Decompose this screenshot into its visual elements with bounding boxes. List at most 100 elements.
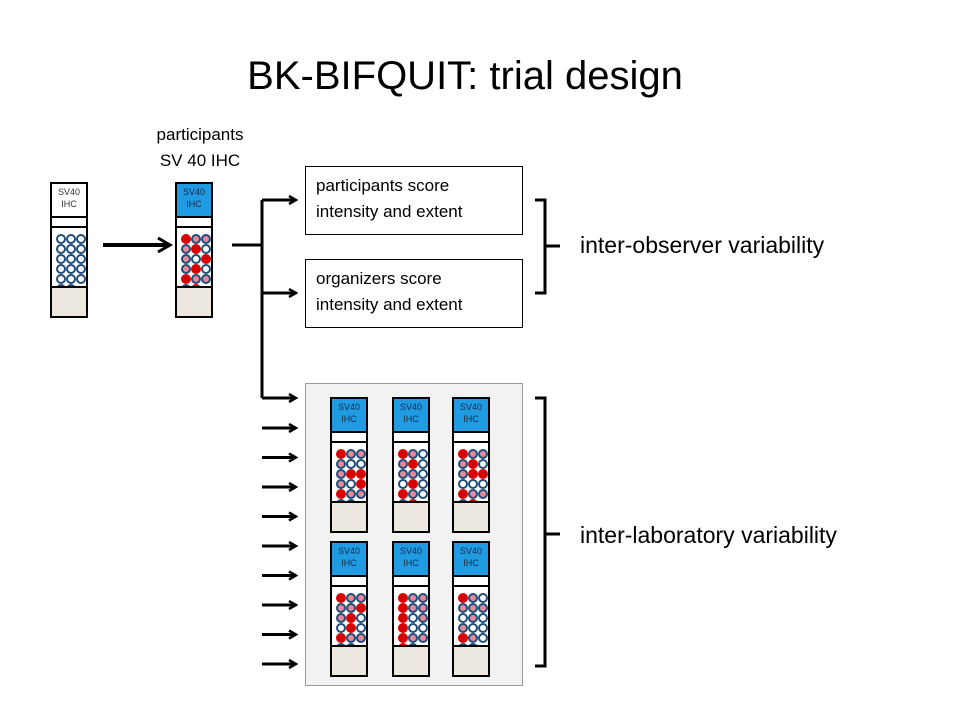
cell-circle xyxy=(478,459,488,469)
cell-circle xyxy=(398,449,408,459)
cell-circle xyxy=(346,623,356,633)
slide-header-text: IHC xyxy=(186,199,202,209)
cell-circle xyxy=(478,613,488,623)
slide-separator xyxy=(394,441,428,443)
slide-footer xyxy=(332,645,366,675)
cell-circle xyxy=(468,603,478,613)
organizers-score-line1: organizers score xyxy=(316,269,442,288)
cell-circle xyxy=(478,479,488,489)
slide-footer xyxy=(177,286,211,316)
cell-grid xyxy=(56,234,86,294)
cell-circle xyxy=(408,593,418,603)
cell-circle xyxy=(66,234,76,244)
cell-circle xyxy=(418,469,428,479)
cell-circle xyxy=(478,449,488,459)
organizers-score-box: organizers score intensity and extent xyxy=(305,259,523,328)
cell-circle xyxy=(458,613,468,623)
cell-circle xyxy=(346,459,356,469)
inter-laboratory-label: inter-laboratory variability xyxy=(580,522,837,548)
cell-circle xyxy=(458,603,468,613)
cell-circle xyxy=(468,623,478,633)
cell-circle xyxy=(181,234,191,244)
slide-header-text: IHC xyxy=(403,414,419,424)
cell-circle xyxy=(191,264,201,274)
cell-circle xyxy=(418,479,428,489)
cell-circle xyxy=(56,244,66,254)
cell-circle xyxy=(336,469,346,479)
cell-circle xyxy=(356,603,366,613)
cell-circle xyxy=(201,254,211,264)
cell-circle xyxy=(418,603,428,613)
slide-header-text: IHC xyxy=(463,558,479,568)
slide-header-text: IHC xyxy=(463,414,479,424)
cell-circle xyxy=(458,479,468,489)
cell-circle xyxy=(346,633,356,643)
cell-circle xyxy=(336,593,346,603)
participants-score-box: participants score intensity and extent xyxy=(305,166,523,235)
cell-circle xyxy=(356,623,366,633)
cell-circle xyxy=(356,489,366,499)
cell-circle xyxy=(346,479,356,489)
slide-separator xyxy=(52,226,86,228)
cell-circle xyxy=(458,593,468,603)
cell-circle xyxy=(408,489,418,499)
slide-header-text: IHC xyxy=(341,414,357,424)
cell-circle xyxy=(418,459,428,469)
slide-footer xyxy=(394,645,428,675)
slide-header-text: SV40 xyxy=(57,187,81,197)
cell-circle xyxy=(408,613,418,623)
cell-circle xyxy=(336,623,346,633)
participants-label: participants SV 40 IHC xyxy=(100,122,300,174)
cell-circle xyxy=(398,593,408,603)
slide-header-text: SV40 xyxy=(459,546,483,556)
cell-circle xyxy=(478,633,488,643)
cell-circle xyxy=(478,489,488,499)
cell-circle xyxy=(336,459,346,469)
cell-circle xyxy=(408,469,418,479)
cell-circle xyxy=(336,603,346,613)
participants-label-line2: SV 40 IHC xyxy=(159,151,241,170)
cell-circle xyxy=(458,449,468,459)
cell-circle xyxy=(398,613,408,623)
slide-separator xyxy=(454,585,488,587)
cell-circle xyxy=(191,274,201,284)
cell-circle xyxy=(191,244,201,254)
slide-header-text: SV40 xyxy=(182,187,206,197)
slide-footer xyxy=(332,501,366,531)
cell-circle xyxy=(76,264,86,274)
cell-circle xyxy=(66,254,76,264)
cell-circle xyxy=(478,603,488,613)
observer-bracket xyxy=(535,198,560,295)
cell-circle xyxy=(346,613,356,623)
cell-circle xyxy=(458,459,468,469)
cell-circle xyxy=(201,264,211,274)
cell-circle xyxy=(418,623,428,633)
cell-circle xyxy=(398,469,408,479)
slide-header-text: SV40 xyxy=(399,546,423,556)
slide-footer xyxy=(394,501,428,531)
cell-circle xyxy=(356,449,366,459)
cell-circle xyxy=(468,613,478,623)
cell-circle xyxy=(346,489,356,499)
cell-circle xyxy=(398,459,408,469)
cell-circle xyxy=(181,274,191,284)
slide-header-text: SV40 xyxy=(459,402,483,412)
cell-circle xyxy=(458,633,468,643)
slide-title: BK-BIFQUIT: trial design xyxy=(247,54,683,98)
cell-circle xyxy=(76,234,86,244)
cell-circle xyxy=(356,469,366,479)
cell-circle xyxy=(478,623,488,633)
cell-circle xyxy=(356,633,366,643)
